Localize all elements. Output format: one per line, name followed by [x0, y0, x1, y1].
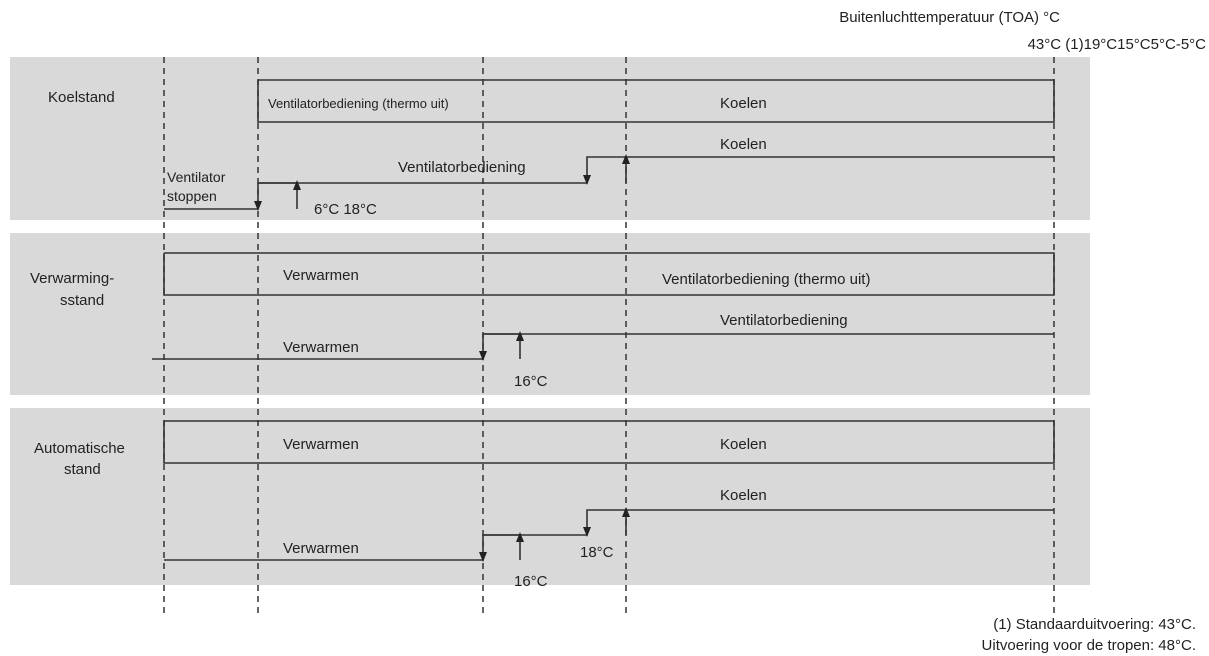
- auto-mode-label-2: stand: [64, 461, 101, 478]
- auto-arrow-down-1: [479, 552, 487, 562]
- heating-band: [10, 233, 1090, 395]
- auto-mode-label-1: Automatische: [34, 440, 125, 457]
- axis-title: Buitenluchttemperatuur (TOA) °C: [839, 9, 1060, 26]
- heating-box-left-label: Verwarmen: [283, 267, 359, 284]
- heating-left-label: Verwarmen: [283, 339, 359, 356]
- cooling-step-mid: [258, 156, 627, 184]
- cooling-band: [10, 57, 1090, 220]
- auto-left-label: Verwarmen: [283, 540, 359, 557]
- heating-box: [163, 252, 1055, 296]
- auto-step-mid: [483, 509, 627, 536]
- cooling-mode-label: Koelstand: [48, 89, 115, 106]
- fan-stop-label-2: stoppen: [167, 188, 217, 204]
- heating-right-label: Ventilatorbediening: [720, 312, 848, 329]
- heating-arrow-up: [516, 331, 524, 341]
- fan-stop-label-1: Ventilator: [167, 169, 226, 185]
- cooling-right-label: Koelen: [720, 136, 767, 153]
- heating-mode-label-1: Verwarming-: [30, 270, 114, 287]
- cooling-arrow-up-2: [622, 154, 630, 164]
- cooling-box-right-label: Koelen: [720, 95, 767, 112]
- auto-box: [163, 420, 1055, 464]
- cooling-arrow-down-2: [583, 175, 591, 185]
- cooling-box: [257, 79, 1055, 123]
- temp-5: 5°C: [1151, 36, 1176, 53]
- auto-box-right-label: Koelen: [720, 436, 767, 453]
- footnote-line-2: Uitvoering voor de tropen: 48°C.: [982, 637, 1196, 654]
- cooling-thresholds: 6°C 18°C: [314, 201, 377, 218]
- heating-mode-label-2: sstand: [60, 292, 104, 309]
- temp-15: 15°C: [1117, 36, 1151, 53]
- heating-arrow-down: [479, 351, 487, 361]
- heating-box-right-label: Ventilatorbediening (thermo uit): [662, 271, 870, 288]
- temp-19: 19°C: [1084, 36, 1118, 53]
- auto-threshold-high: 18°C: [580, 544, 614, 561]
- auto-band: [10, 408, 1090, 585]
- auto-arrow-up-2: [622, 507, 630, 517]
- cooling-box-left-label: Ventilatorbediening (thermo uit): [268, 96, 449, 111]
- temp-43: 43°C (1): [1028, 36, 1084, 53]
- auto-right-label: Koelen: [720, 487, 767, 504]
- temperature-scale: 43°C (1)19°C15°C5°C-5°C: [1028, 36, 1207, 53]
- cooling-mid-label: Ventilatorbediening: [398, 159, 526, 176]
- heating-threshold: 16°C: [514, 373, 548, 390]
- footnote-line-1: (1) Standaarduitvoering: 43°C.: [993, 616, 1196, 633]
- auto-threshold-low: 16°C: [514, 573, 548, 590]
- auto-arrow-up-1: [516, 532, 524, 542]
- cooling-arrow-up-1: [293, 180, 301, 190]
- cooling-arrow-down-1: [254, 201, 262, 211]
- auto-arrow-down-2: [583, 527, 591, 537]
- auto-box-left-label: Verwarmen: [283, 436, 359, 453]
- temp-minus5: -5°C: [1176, 36, 1206, 53]
